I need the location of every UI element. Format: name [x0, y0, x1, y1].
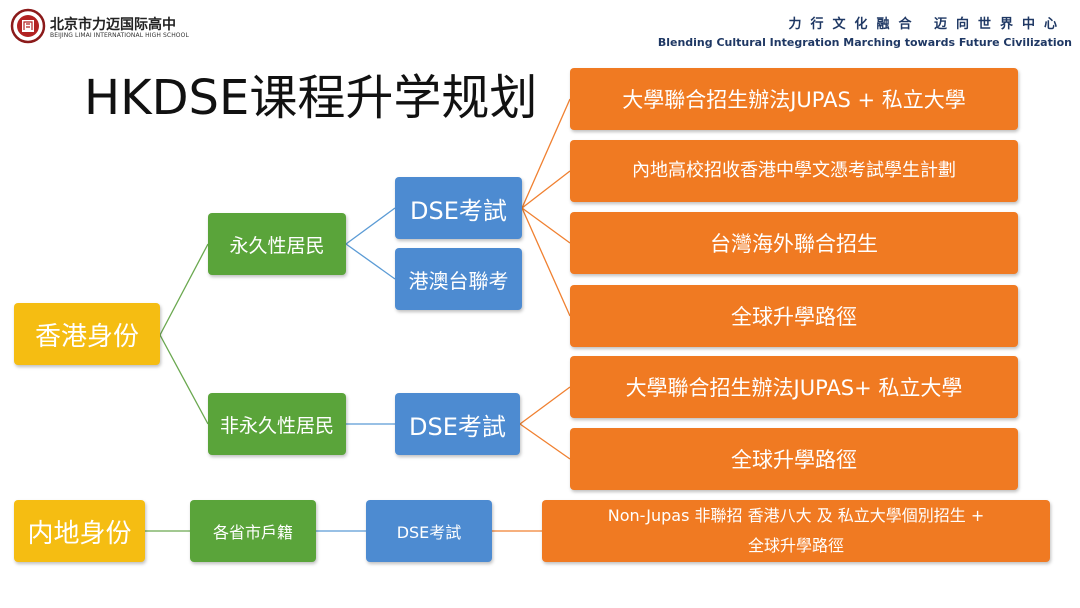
connector-dse1-to-path4 [521, 207, 571, 317]
connector-dse2-to-path6 [519, 423, 571, 460]
node-joint-exam: 港澳台聯考 [395, 248, 522, 310]
page-title: HKDSE课程升学规划 [84, 70, 538, 126]
node-pathway-jupas: 大學聯合招生辦法JUPAS + 私立大學 [570, 68, 1018, 130]
connector-permanent-to-dse [345, 207, 396, 245]
node-pathway-taiwan: 台灣海外聯合招生 [570, 212, 1018, 274]
school-name-en: BEIJING LIMAI INTERNATIONAL HIGH SCHOOL [50, 32, 189, 39]
slogan-english: Blending Cultural Integration Marching t… [657, 36, 1072, 49]
node-non-permanent-resident: 非永久性居民 [208, 393, 346, 455]
connector-dse1-to-path3 [521, 207, 571, 244]
connector-hk-to-nonpermanent [159, 334, 209, 425]
slogan-chinese: 力行文化融合 迈向世界中心 [788, 17, 1066, 32]
node-pathway-jupas-non-permanent: 大學聯合招生辦法JUPAS+ 私立大學 [570, 356, 1018, 418]
pathway-non-jupas-line2: 全球升學路徑 [747, 536, 844, 555]
node-pathway-mainland-universities: 內地高校招收香港中學文憑考試學生計劃 [570, 140, 1018, 202]
node-hk-identity: 香港身份 [14, 303, 160, 365]
node-dse-exam-mainland: DSE考試 [366, 500, 492, 562]
node-mainland-identity: 内地身份 [14, 500, 145, 562]
school-crest-icon [10, 8, 46, 44]
connector-dse1-to-path1 [521, 98, 571, 209]
connector-hk-to-permanent [159, 243, 209, 336]
connector-dse1-to-path2 [521, 170, 571, 209]
node-pathway-non-jupas: Non-Jupas 非聯招 香港八大 及 私立大學個別招生 + 全球升學路徑 [542, 500, 1050, 562]
node-household-register: 各省市戶籍 [190, 500, 316, 562]
connector-dse2-to-path5 [519, 386, 571, 425]
node-pathway-global-non-permanent: 全球升學路徑 [570, 428, 1018, 490]
pathway-non-jupas-line1: Non-Jupas 非聯招 香港八大 及 私立大學個別招生 + [607, 506, 985, 525]
node-dse-exam-non-permanent: DSE考試 [395, 393, 520, 455]
node-pathway-global: 全球升學路徑 [570, 285, 1018, 347]
connector-permanent-to-joint [345, 243, 396, 280]
node-permanent-resident: 永久性居民 [208, 213, 346, 275]
school-name: 北京市力迈国际高中 [50, 17, 176, 33]
node-dse-exam-permanent: DSE考試 [395, 177, 522, 239]
